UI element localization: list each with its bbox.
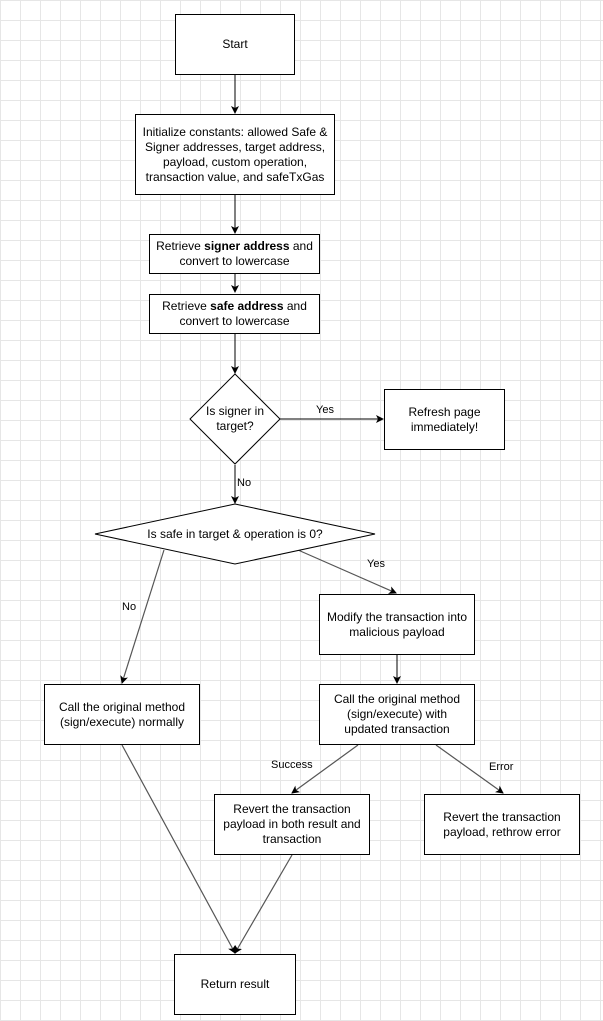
- refresh-label: Refresh page immediately!: [408, 404, 481, 434]
- edge-label-error: Error: [489, 761, 514, 773]
- revert-error-label: Revert the transaction payload, rethrow …: [443, 809, 561, 839]
- revert-success-label: Revert the transaction payload in both r…: [223, 802, 361, 846]
- revert-success-node: Revert the transaction payload in both r…: [214, 794, 370, 855]
- edge-label-yes-safe: Yes: [367, 558, 385, 570]
- retrieve-safe-pre: Retrieve: [162, 299, 211, 313]
- edge-label-no-signer: No: [237, 477, 252, 489]
- edge-label-yes-signer: Yes: [316, 404, 334, 416]
- retrieve-safe-post: and convert to lowercase: [179, 299, 307, 328]
- retrieve-signer-node: Retrieve signer address and convert to l…: [149, 234, 320, 274]
- edge-revert-return: [234, 854, 293, 954]
- edge-call-success: [291, 744, 359, 794]
- edge-call-error: [435, 744, 504, 794]
- refresh-node: Refresh page immediately!: [384, 389, 505, 450]
- return-label: Return result: [200, 977, 270, 991]
- retrieve-signer-label: Retrieve signer address and convert to l…: [154, 239, 315, 269]
- decision-signer-label: Is signer in target?: [205, 404, 265, 433]
- retrieve-safe-node: Retrieve safe address and convert to low…: [149, 294, 320, 334]
- call-normal-label: Call the original method (sign/execute) …: [58, 699, 186, 729]
- init-constants-node: Initialize constants: allowed Safe & Sig…: [135, 114, 335, 195]
- retrieve-safe-bold: safe address: [210, 299, 284, 313]
- init-constants-label: Initialize constants: allowed Safe & Sig…: [142, 124, 328, 184]
- start-label: Start: [222, 37, 248, 51]
- start-node: Start: [175, 14, 295, 75]
- retrieve-signer-bold: signer address: [204, 239, 290, 253]
- call-updated-label: Call the original method (sign/execute) …: [333, 692, 461, 736]
- modify-transaction-node: Modify the transaction into malicious pa…: [319, 594, 475, 655]
- decision-safe-shape: [94, 503, 376, 565]
- decision-signer-shape: [189, 373, 281, 465]
- revert-error-node: Revert the transaction payload, rethrow …: [424, 794, 580, 855]
- retrieve-signer-post: and convert to lowercase: [179, 239, 313, 268]
- modify-transaction-label: Modify the transaction into malicious pa…: [326, 609, 468, 639]
- edge-safecheck-yes: [297, 549, 397, 594]
- retrieve-safe-label: Retrieve safe address and convert to low…: [154, 299, 315, 329]
- return-node: Return result: [174, 954, 296, 1015]
- call-updated-node: Call the original method (sign/execute) …: [319, 684, 475, 745]
- edge-normal-return: [121, 744, 236, 954]
- call-normal-node: Call the original method (sign/execute) …: [44, 684, 200, 745]
- retrieve-signer-pre: Retrieve: [156, 239, 205, 253]
- decision-safe-label: Is safe in target & operation is 0?: [147, 526, 323, 541]
- edge-safecheck-no: [120, 549, 165, 684]
- edge-label-no-safe: No: [122, 601, 137, 613]
- edge-label-success: Success: [271, 759, 313, 771]
